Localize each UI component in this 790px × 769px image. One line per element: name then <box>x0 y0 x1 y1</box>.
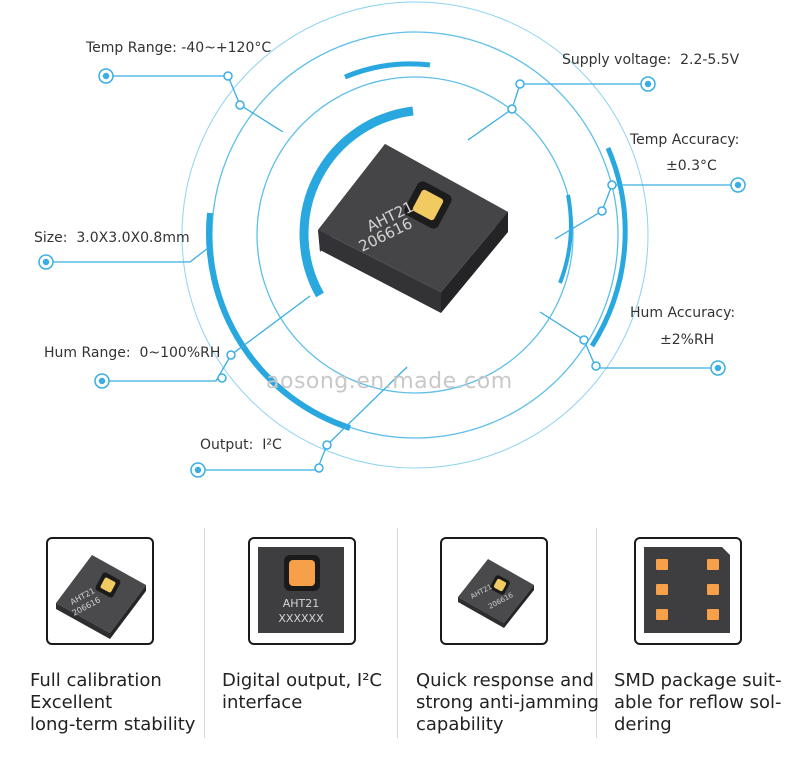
hum-accuracy-value: ±2%RH <box>660 332 715 348</box>
middle-ring <box>211 31 619 439</box>
output-label: Output: I²C <box>200 437 282 453</box>
feature-image-calibration: AHT21 206616 <box>46 537 154 645</box>
feature-line: Excellent <box>30 692 113 713</box>
feature-text-calibration: Full calibration Excellent long-term sta… <box>30 670 195 736</box>
feature-image-smd-package <box>634 537 742 645</box>
feature-chip-text: XXXXXX <box>278 612 324 625</box>
divider <box>204 528 205 738</box>
leader-supply <box>467 83 643 141</box>
feature-text-quick-response: Quick response and strong anti-jamming c… <box>416 670 599 736</box>
feature-line: long-term stability <box>30 714 196 735</box>
feature-line: able for reflow sol- <box>614 692 782 713</box>
temp-range-label: Temp Range: -40~+120°C <box>86 40 272 56</box>
feature-image-quick-response: AHT21 206616 <box>440 537 548 645</box>
feature-text-digital-output: Digital output, I²C interface <box>222 670 382 714</box>
watermark-text: aosong.en.made.com <box>266 369 513 394</box>
chip-illustration: AHT21 206616 <box>318 144 508 313</box>
divider <box>596 528 597 738</box>
feature-text-smd-package: SMD package suit- able for reflow sol- d… <box>614 670 782 736</box>
leader-hum-range <box>101 295 311 382</box>
feature-line: capability <box>416 714 504 735</box>
inner-ring <box>256 76 574 394</box>
size-label: Size: 3.0X3.0X0.8mm <box>34 230 190 246</box>
feature-line: Digital output, I²C <box>222 670 383 691</box>
feature-line: Quick response and <box>416 670 594 691</box>
feature-line: SMD package suit- <box>614 670 782 691</box>
spec-diagram: AHT21 206616 <box>38 1 746 478</box>
outer-ring <box>181 1 649 469</box>
leader-temp-range <box>112 75 284 133</box>
temp-accuracy-label: Temp Accuracy: <box>630 132 740 148</box>
feature-image-digital-output: AHT21 XXXXXX <box>248 537 356 645</box>
accent-arc-left <box>206 212 351 431</box>
accent-arc-inner <box>299 106 414 298</box>
feature-line: interface <box>222 692 303 713</box>
accent-arc-top <box>344 61 431 80</box>
temp-accuracy-value: ±0.3°C <box>666 158 717 174</box>
leader-output <box>198 366 408 471</box>
feature-line: Full calibration <box>30 670 162 691</box>
leader-hum-acc <box>539 311 718 369</box>
accent-arc-right-inner <box>558 194 573 284</box>
hum-accuracy-label: Hum Accuracy: <box>630 305 736 321</box>
feature-line: strong anti-jamming <box>416 692 599 713</box>
divider <box>397 528 398 738</box>
leader-temp-acc <box>554 184 733 240</box>
supply-voltage-label: Supply voltage: 2.2-5.5V <box>562 52 740 68</box>
leader-size <box>48 247 209 263</box>
accent-arc-right <box>589 147 628 348</box>
hum-range-label: Hum Range: 0~100%RH <box>44 345 221 361</box>
feature-line: dering <box>614 714 672 735</box>
feature-chip-text: AHT21 <box>283 597 320 610</box>
